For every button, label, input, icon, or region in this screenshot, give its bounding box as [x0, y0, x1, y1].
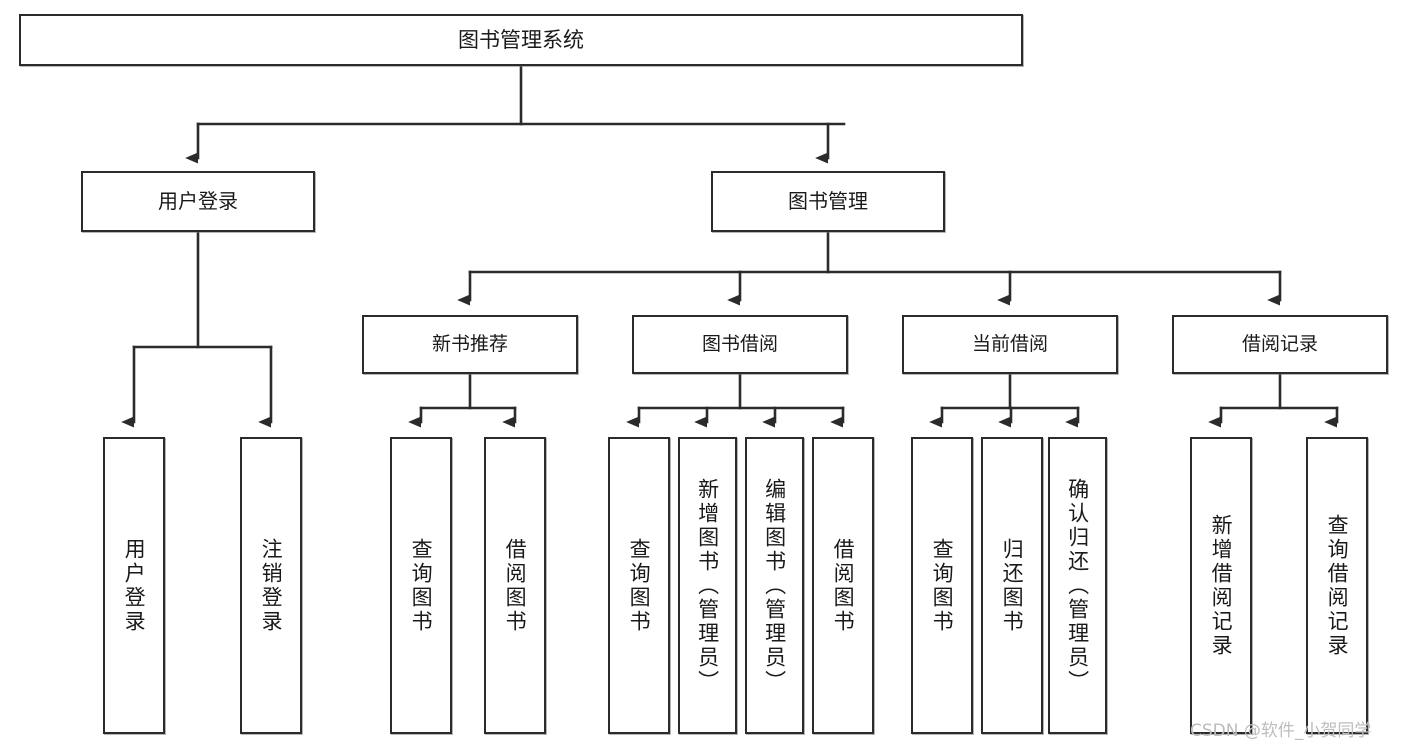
node-leaf-return-book-label: 归还图书 — [1000, 537, 1025, 634]
node-leaf-logout[interactable]: 注销登录 — [240, 437, 302, 734]
node-new-book-recommend-label: 新书推荐 — [431, 332, 508, 355]
node-leaf-logout-label: 注销登录 — [259, 537, 284, 634]
edge-newbook-to-leaves — [408, 372, 517, 428]
node-leaf-edit-book-admin-label: 编辑图书（管理员） — [762, 477, 787, 694]
node-current-borrow-label: 当前借阅 — [971, 332, 1048, 355]
node-leaf-query-book-1[interactable]: 查询图书 — [390, 437, 452, 734]
node-leaf-borrow-book-2-label: 借阅图书 — [831, 537, 856, 634]
node-leaf-query-book-2-label: 查询图书 — [627, 537, 652, 634]
node-book-borrow-label: 图书借阅 — [701, 332, 778, 355]
node-leaf-add-book-admin-label: 新增图书（管理员） — [695, 477, 720, 694]
edge-root-to-level2 — [185, 64, 846, 164]
node-leaf-query-borrow-record[interactable]: 查询借阅记录 — [1306, 437, 1368, 734]
edge-bookborrow-to-leaves — [626, 372, 845, 428]
node-leaf-add-book-admin[interactable]: 新增图书（管理员） — [678, 437, 737, 734]
node-current-borrow[interactable]: 当前借阅 — [902, 315, 1118, 374]
node-leaf-user-login-label: 用户登录 — [122, 537, 147, 634]
node-leaf-edit-book-admin[interactable]: 编辑图书（管理员） — [745, 437, 804, 734]
node-leaf-query-book-3[interactable]: 查询图书 — [911, 437, 973, 734]
node-new-book-recommend[interactable]: 新书推荐 — [362, 315, 578, 374]
node-borrow-record-label: 借阅记录 — [1241, 332, 1318, 355]
node-leaf-query-book-3-label: 查询图书 — [930, 537, 955, 634]
node-leaf-add-borrow-record-label: 新增借阅记录 — [1209, 513, 1234, 658]
node-leaf-user-login[interactable]: 用户登录 — [103, 437, 165, 734]
node-root-system[interactable]: 图书管理系统 — [19, 14, 1023, 66]
edge-userlogin-to-leaves — [121, 230, 273, 428]
node-root-system-label: 图书管理系统 — [458, 27, 584, 52]
node-leaf-query-book-2[interactable]: 查询图书 — [608, 437, 670, 734]
node-leaf-query-book-1-label: 查询图书 — [409, 537, 434, 634]
edge-currentborrow-to-leaves — [929, 372, 1080, 428]
node-user-login-label: 用户登录 — [158, 189, 238, 213]
node-borrow-record[interactable]: 借阅记录 — [1172, 315, 1388, 374]
node-leaf-query-borrow-record-label: 查询借阅记录 — [1325, 513, 1350, 658]
node-leaf-confirm-return-admin[interactable]: 确认归还（管理员） — [1048, 437, 1107, 734]
node-user-login[interactable]: 用户登录 — [81, 171, 315, 232]
node-leaf-borrow-book-2[interactable]: 借阅图书 — [812, 437, 874, 734]
node-leaf-borrow-book-1[interactable]: 借阅图书 — [484, 437, 546, 734]
node-leaf-return-book[interactable]: 归还图书 — [981, 437, 1043, 734]
node-book-management[interactable]: 图书管理 — [711, 171, 945, 232]
node-leaf-confirm-return-admin-label: 确认归还（管理员） — [1065, 477, 1090, 694]
edge-borrowrecord-to-leaves — [1208, 372, 1339, 428]
edge-bookmgmt-to-level3 — [457, 230, 1282, 306]
node-book-borrow[interactable]: 图书借阅 — [632, 315, 848, 374]
node-leaf-add-borrow-record[interactable]: 新增借阅记录 — [1190, 437, 1252, 734]
node-book-management-label: 图书管理 — [788, 189, 868, 213]
node-leaf-borrow-book-1-label: 借阅图书 — [503, 537, 528, 634]
